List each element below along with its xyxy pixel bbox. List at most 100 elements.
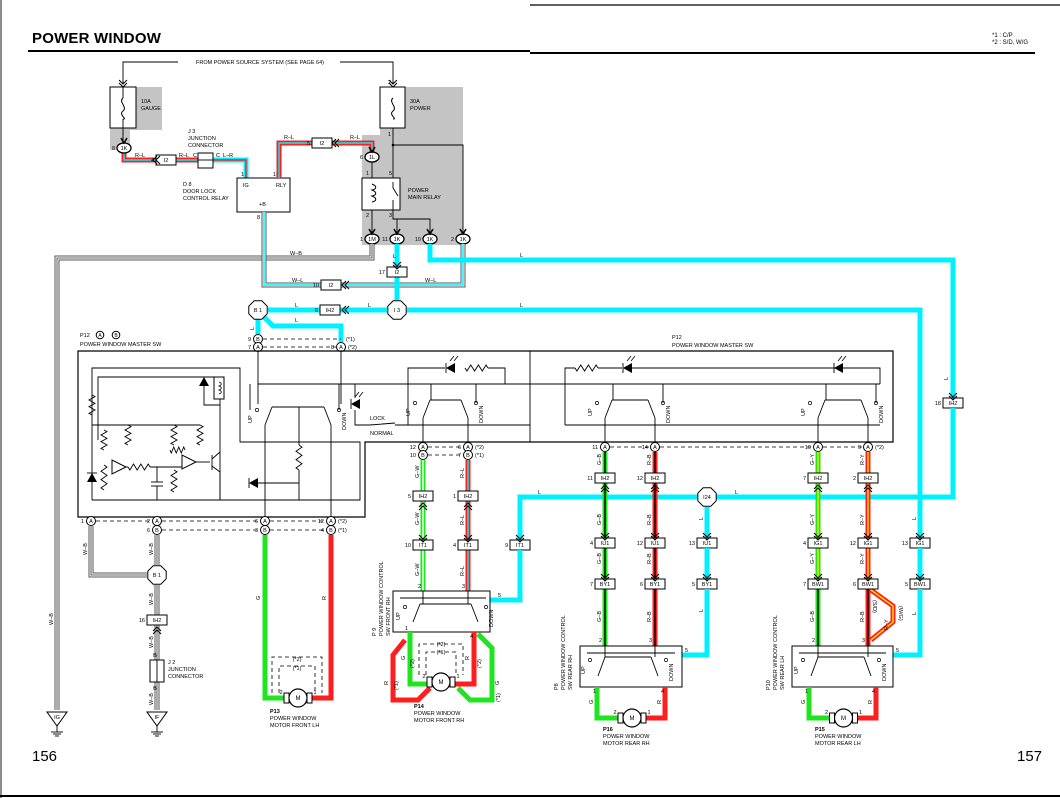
wire-outline bbox=[88, 526, 147, 578]
connector-label: IH2 bbox=[651, 476, 660, 482]
connector-letter: A bbox=[98, 333, 102, 339]
pin-number: 12 bbox=[318, 519, 324, 525]
connector-label: BY1 bbox=[650, 582, 660, 588]
circuit-line bbox=[211, 465, 221, 500]
wire-stripe bbox=[263, 212, 321, 286]
motor-icon bbox=[288, 688, 308, 708]
wire-code: L bbox=[295, 318, 298, 324]
up-contact bbox=[588, 658, 592, 662]
pin-number: 10 bbox=[313, 283, 319, 289]
connector-label: I2 bbox=[164, 158, 169, 164]
connector-letter: A bbox=[816, 445, 820, 451]
circuit-line bbox=[488, 367, 506, 384]
wire-r bbox=[454, 632, 477, 687]
motor-brush bbox=[617, 712, 624, 724]
connector-label: 1K bbox=[394, 237, 401, 243]
connector-circle bbox=[600, 442, 610, 452]
connector-chevron-icon bbox=[915, 532, 925, 541]
pin-number: 1 bbox=[859, 710, 862, 716]
down-switch-lever bbox=[860, 399, 869, 419]
wire-l bbox=[490, 550, 523, 603]
connector-ih2 bbox=[857, 472, 879, 484]
wire-code: C bbox=[193, 153, 197, 159]
led-light-icon bbox=[354, 391, 364, 398]
junction-label: B 1 bbox=[153, 573, 161, 579]
pin-number: 6 bbox=[360, 155, 363, 161]
wire-body bbox=[806, 687, 830, 721]
pin-number: 6 bbox=[640, 582, 643, 588]
connector-chevron-icon bbox=[650, 484, 660, 493]
switch-code: P10 bbox=[766, 680, 772, 690]
p12-code: P12 bbox=[80, 333, 90, 339]
up-label: UP bbox=[588, 408, 594, 416]
up-label: UP bbox=[801, 408, 807, 416]
pin-number: 5 bbox=[389, 171, 392, 177]
pin-number: 10 bbox=[405, 543, 411, 549]
motor-icon bbox=[833, 708, 854, 728]
wire-code: R–Y bbox=[860, 454, 866, 465]
power-main-relay bbox=[361, 177, 401, 211]
up-label: UP bbox=[406, 408, 412, 416]
pin-number: 2 bbox=[366, 213, 369, 219]
wire-body bbox=[517, 408, 956, 540]
circuit-line bbox=[564, 367, 575, 425]
wire-body bbox=[454, 632, 477, 687]
motor-icon bbox=[431, 672, 451, 692]
wire-body bbox=[456, 632, 495, 703]
pin-number: 3 bbox=[649, 638, 652, 644]
resistor-icon bbox=[170, 469, 178, 493]
wire-code: W–B bbox=[290, 251, 302, 257]
connector-label: BW1 bbox=[862, 582, 874, 588]
connector-label: IH2 bbox=[949, 401, 958, 407]
connector-ih2 bbox=[412, 490, 434, 502]
up-contact bbox=[595, 401, 599, 405]
connector-chevron-icon bbox=[948, 392, 958, 401]
switch-name: SW REAR LH bbox=[780, 656, 786, 690]
wire-code: L bbox=[944, 377, 950, 380]
led-light-icon bbox=[449, 355, 459, 362]
wire-r bbox=[646, 687, 668, 721]
pin-number: 11 bbox=[382, 237, 388, 243]
variant-label: (*1) bbox=[346, 337, 355, 343]
connector-iu1 bbox=[644, 537, 666, 549]
wire-code: W–B bbox=[83, 543, 89, 555]
chevron-icon bbox=[393, 228, 401, 236]
dashed-line bbox=[425, 651, 457, 675]
junction-node bbox=[697, 487, 717, 507]
pin-number: 2 bbox=[147, 519, 150, 525]
junction-dot bbox=[391, 143, 395, 147]
lock-switch-lever bbox=[369, 422, 396, 426]
motor-brush bbox=[829, 712, 835, 724]
wire-code: R bbox=[384, 681, 390, 685]
wire-code: L bbox=[538, 490, 541, 496]
pin-number: 9 bbox=[505, 543, 508, 549]
junction-node bbox=[147, 565, 167, 585]
connector-label: I2 bbox=[320, 141, 325, 147]
connector-circle bbox=[111, 330, 121, 340]
pin-number: 7 bbox=[248, 345, 251, 351]
circuit-line bbox=[354, 410, 370, 426]
connector-chevron-icon bbox=[341, 280, 350, 290]
connector-it1 bbox=[457, 539, 479, 551]
resistor-icon bbox=[124, 424, 132, 446]
variant-label: (*2) bbox=[875, 445, 884, 451]
up-switch-lever bbox=[810, 656, 819, 677]
pin-number: 1 bbox=[313, 690, 316, 696]
motor-symbol: M bbox=[630, 716, 635, 722]
d8-name: CONTROL RELAY bbox=[183, 196, 229, 202]
connector-letter: B bbox=[114, 333, 118, 339]
wire-l bbox=[682, 589, 710, 658]
motor-name: MOTOR FRONT LH bbox=[270, 723, 319, 729]
pin-number: 4 bbox=[453, 543, 456, 549]
circuit-line bbox=[97, 376, 221, 500]
up-contact bbox=[808, 401, 812, 405]
wire-r bbox=[312, 535, 334, 701]
chevron-icon bbox=[426, 228, 434, 236]
connector-chevron-icon bbox=[915, 573, 925, 582]
variant-label: (*1) bbox=[338, 528, 347, 534]
wire-code: B bbox=[153, 686, 157, 692]
fuse-icon bbox=[391, 97, 395, 120]
connector-circle bbox=[418, 450, 428, 460]
pin-number: 4 bbox=[321, 528, 324, 534]
